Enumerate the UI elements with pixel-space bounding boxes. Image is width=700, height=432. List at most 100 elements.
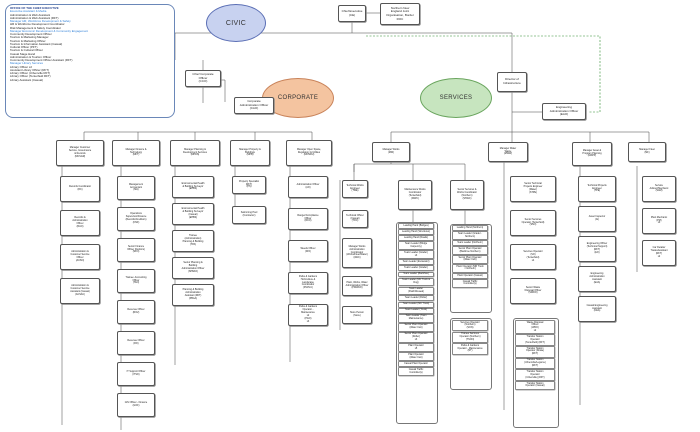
maap-staff-label: Casual Engineering Assistant (CEA) bbox=[586, 303, 608, 313]
mft-staff-label: Trainee: Accounting Officer (TAO) bbox=[125, 275, 147, 285]
mft-staff-label: Revenue Officer (RO) bbox=[127, 339, 145, 345]
civic-division-circle: CIVIC bbox=[206, 4, 266, 42]
office-line: Assistant Library Officer (RFT) bbox=[10, 68, 49, 72]
manager-mw-label: Manager Works (MW) bbox=[382, 148, 400, 154]
crew-role-item: Trainee Services Operator (Northern) (TS… bbox=[452, 331, 488, 344]
office-line: Administration & Web Assistant bbox=[10, 13, 51, 17]
mft-staff-label: IT Support Officer (ITSO) bbox=[126, 370, 146, 376]
chief-corporate-officer-box: Chief Corporate Officer (CCO) bbox=[185, 70, 221, 87]
mft-staff-box: Management Accountant (MA) bbox=[117, 176, 155, 200]
manager-mpds-box: Manager Planning & Development Services … bbox=[170, 140, 220, 166]
crew-role-item: Senior Plant Operator (Water Cart) bbox=[452, 255, 488, 264]
mf-staff-box: Car Detailer TradesAssistant (RFT) x2 bbox=[642, 240, 676, 266]
office-line: Community Development Officer Assistant … bbox=[10, 59, 73, 62]
office-line: Manager HR, Workforce Development & Safe… bbox=[10, 20, 71, 23]
crew-role-item: Leading Hand (Bridges) bbox=[398, 223, 434, 229]
mft-staff-box: GIS Officer - Finance (GOF) bbox=[117, 393, 155, 417]
mft-staff-label: GIS Officer - Finance (GOF) bbox=[124, 401, 148, 407]
crew-role-item: Team Leader (Excavator) bbox=[398, 259, 434, 266]
mosru-staff-label: Parks & Gardens Horticulture & Landscape… bbox=[298, 274, 318, 290]
manager-mpb-box: Manager Property & Buildings (MPB) bbox=[230, 140, 270, 166]
maap-staff-label: Technical Projects Engineer (TPE) bbox=[587, 183, 607, 193]
crew-role-item: Transfer Station Operator (Drake) (RFT) bbox=[515, 346, 555, 358]
mpds-staff-box: Environmental Health & Building Surveyor… bbox=[172, 203, 214, 225]
office-line: Tourism & Information Assistant (Casual) bbox=[10, 42, 63, 46]
office-line: Executive Assistant & Media bbox=[10, 10, 47, 14]
mpb-staff-box: Property Specialist (RFT) (PS) bbox=[232, 176, 266, 194]
services-division-circle: SERVICES bbox=[420, 78, 492, 118]
technical-works-engineer-label: Technical Works Engineer (TWE) bbox=[346, 183, 364, 193]
office-line: Manager Library Services bbox=[10, 62, 43, 66]
office-line: Tourism & Cultural Officer bbox=[10, 49, 43, 53]
mcsgr-staff-box: Administration & Customer Service Office… bbox=[60, 244, 100, 270]
chief-executive-box: Chief Executive (CE) bbox=[338, 5, 366, 22]
corporate-division-circle: CORPORATE bbox=[262, 78, 334, 118]
crew-role-item: Team Leader (Truck) bbox=[398, 307, 434, 314]
mcsgr-staff-box: Administration & Customer Service Assist… bbox=[60, 278, 100, 304]
manager-mpb-label: Manager Property & Buildings (MPB) bbox=[239, 147, 261, 157]
office-line: Cultural Officer (PFT) bbox=[10, 46, 38, 49]
crew-role-item: Senior Plant Operator (Water Cart) bbox=[398, 322, 434, 332]
mww-staff-label: Services Operator (SO) (Tenterfield) x4 bbox=[523, 250, 543, 262]
office-line: Casual Stage Hand bbox=[10, 52, 36, 56]
crew-role-item: Team Leader (Grader - Northern) bbox=[452, 231, 488, 240]
mft-staff-box: IT Support Officer (ITSO) bbox=[117, 362, 155, 386]
maap-staff-box: Asset Inspector (AI) bbox=[578, 206, 616, 232]
crew-role-item: Team Leader (Northern) bbox=[452, 240, 488, 246]
neighbours-organisation-box: Northern New England Joint Organisation,… bbox=[380, 3, 420, 25]
mww-staff-label: Senior Waste Disposal Officer (SWDO) bbox=[524, 285, 542, 295]
manager-mw-box: Manager Works (MW) bbox=[372, 142, 410, 162]
crew-role-item: Waste Disposal Officer (WDO) x2 bbox=[515, 320, 555, 335]
maap-staff-box: Casual Engineering Assistant (CEA) bbox=[578, 296, 616, 322]
office-line: OFFICE OF THE CHIEF EXECUTIVE bbox=[10, 7, 59, 10]
mf-staff-label: Plant Mechanic (PM) x3 bbox=[650, 215, 668, 225]
manager-maap-box: Manager Asset & Program Planning (MAPP) bbox=[572, 142, 612, 166]
mosru-staff-label: Parks & Gardens Operator - Maintenance x… bbox=[298, 305, 318, 323]
office-line: Risk Management & Safety Coordinator bbox=[10, 26, 61, 30]
connector-line bbox=[390, 132, 650, 142]
store-person-box: Store Person (Store) bbox=[342, 306, 372, 324]
mww-staff-box: Services Operator (SO) (Tenterfield) x4 bbox=[510, 244, 556, 270]
mww-staff-label: Senior Services Operator (Tenterfield) (… bbox=[521, 217, 545, 227]
office-line: Community Development Officer bbox=[10, 33, 52, 36]
mpds-staff-box: Environmental Health & Building Surveyor… bbox=[172, 176, 214, 198]
mosru-staff-box: Ranger/Compliance Officer (RCO) bbox=[288, 208, 328, 230]
plant-works-water-admin-label: Plant, Works, Water Administration Offic… bbox=[345, 280, 369, 290]
neighbours-organisation-label: Northern New England Joint Organisation,… bbox=[386, 5, 414, 21]
manager-mf-box: Manager Fleet (MF) bbox=[628, 142, 666, 162]
store-person-label: Store Person (Store) bbox=[350, 311, 364, 317]
director-infrastructure-label: Director of Infrastructure bbox=[503, 77, 521, 85]
mft-staff-box: Operations Supervisor/Finance (Records/C… bbox=[117, 207, 155, 231]
mcsgr-staff-label: Records Coordinator (RC) bbox=[68, 185, 92, 191]
director-infrastructure-box: Director of Infrastructure bbox=[497, 72, 527, 92]
crew-role-item: Leading Hand (Structures) bbox=[398, 229, 434, 236]
crew-role-item: Leading Hand (Roads) bbox=[398, 235, 434, 242]
crew-role-item: Transfer Station Operator (Tenterfield) … bbox=[515, 334, 555, 346]
maap-staff-label: Engineering Officer (Technical Support) … bbox=[586, 242, 608, 254]
mosru-staff-label: Weeds Officer (WO) bbox=[300, 247, 316, 253]
connector-line bbox=[412, 210, 466, 224]
corporate-admin-officer-box: Corporate Administration Officer (CAO) bbox=[234, 97, 274, 114]
mft-staff-label: Revenue Officer (RO2) bbox=[127, 308, 145, 314]
office-line: Administration & Tourism Officer bbox=[10, 55, 52, 59]
crew-role-item: Casual Traffic Controller(s) bbox=[398, 367, 434, 377]
crew-role-item: Team Leader (Bridge Carpentry) bbox=[398, 241, 434, 251]
engineering-admin-officer-box: Engineering Administration Officer (EAO) bbox=[542, 103, 586, 120]
office-line: Library Officer (Tenterfield RFT) bbox=[10, 75, 51, 79]
crew-role-item: Plant Operator x5 bbox=[398, 343, 434, 353]
manager-mcsgr-label: Manager Customer Service, Governance & R… bbox=[68, 146, 92, 158]
crew-role-item: Parks & Gardens Operator - Maintenance (… bbox=[452, 343, 488, 355]
crew-role-item: Casual Plant Operator bbox=[398, 361, 434, 368]
manager-mft-label: Manager Finance & Technology (MFT) bbox=[125, 147, 147, 157]
mww-staff-box: Senior Waste Disposal Officer (SWDO) bbox=[510, 278, 556, 304]
office-line: Administration & Web Assistant (RFT) bbox=[10, 16, 59, 20]
mww-staff-label: Senior Technical Projects Engineer (Wate… bbox=[523, 182, 543, 194]
manager-mosru-box: Manager Open Space, Regulatory & Utiliti… bbox=[286, 140, 332, 166]
senior-services-works-coordinator-label: Senior Services & Works Coordinator (Nor… bbox=[457, 188, 477, 200]
office-line: Manager Economic Development & Community… bbox=[10, 29, 89, 33]
mpds-staff-box: Planning & Building Administration Assis… bbox=[172, 284, 214, 306]
mf-staff-label: Car Detailer TradesAssistant (RFT) x2 bbox=[650, 246, 668, 258]
mft-staff-label: Operations Supervisor/Finance (Records/C… bbox=[125, 212, 147, 224]
